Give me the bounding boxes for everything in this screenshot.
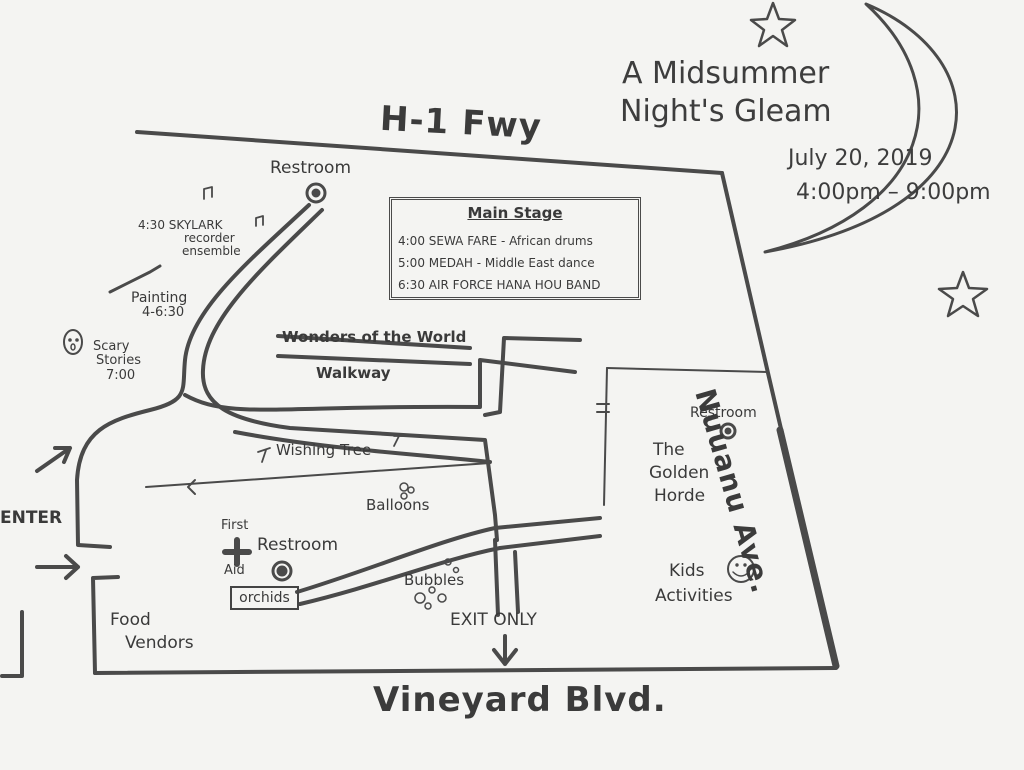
palm-icon — [257, 447, 271, 463]
star-icon — [937, 270, 989, 318]
palm-icon — [393, 433, 405, 447]
road-label-vineyard: Vineyard Blvd. — [373, 680, 667, 720]
smiley-icon — [727, 555, 755, 583]
stage-act: 4:00 SEWA FARE - African drums — [398, 234, 593, 248]
first-aid-label: First — [221, 518, 249, 533]
scary-stories-label: Scary — [93, 339, 130, 354]
balloons-label: Balloons — [366, 496, 430, 514]
restroom-icon — [271, 560, 293, 582]
exit-only-label: EXIT ONLY — [450, 610, 537, 630]
restroom-icon — [719, 422, 737, 440]
food-vendors-label: Vendors — [125, 633, 194, 653]
event-time: 4:00pm – 9:00pm — [796, 180, 991, 205]
scary-stories-label: Stories — [96, 353, 142, 368]
restroom-label-center: Restroom — [257, 535, 339, 555]
first-aid-label: Aid — [224, 563, 245, 578]
balloon-icon — [399, 482, 409, 492]
main-stage-title: Main Stage — [467, 204, 563, 222]
restroom-icon — [305, 182, 327, 204]
moon-icon — [763, 2, 958, 254]
skylark-label: ensemble — [182, 244, 241, 258]
music-note-icon — [203, 186, 213, 200]
kids-activities-label: Kids — [669, 561, 705, 581]
kids-activities-label: Activities — [655, 586, 733, 606]
bubble-icon — [414, 592, 426, 604]
stage-act: 6:30 AIR FORCE HANA HOU BAND — [398, 278, 601, 292]
wishing-tree-label: Wishing Tree — [276, 441, 372, 459]
wonders-label: Wonders of the World — [282, 328, 467, 346]
paintbrush-icon — [108, 264, 162, 294]
golden-horde-label: Horde — [654, 486, 706, 506]
event-title-line1: A Midsummer — [622, 56, 830, 91]
painting-label: 4-6:30 — [142, 305, 185, 320]
skylark-label: 4:30 SKYLARK — [138, 218, 223, 232]
enter-label: ENTER — [0, 508, 63, 528]
event-date: July 20, 2019 — [788, 146, 933, 171]
golden-horde-label: Golden — [649, 463, 710, 483]
main-stage-box: Main Stage 4:00 SEWA FARE - African drum… — [389, 197, 641, 300]
restroom-label-right: Restroom — [690, 405, 757, 421]
enter-arrow-icon — [35, 554, 80, 580]
restroom-label-top: Restroom — [270, 158, 352, 178]
bubbles-label: Bubbles — [404, 571, 465, 589]
road-label-h1: H-1 Fwy — [379, 98, 543, 148]
exit-arrow-icon — [492, 634, 518, 666]
ghost-icon — [63, 329, 83, 355]
golden-horde-label: The — [653, 440, 685, 460]
road-vineyard — [93, 666, 838, 675]
skylark-label: recorder — [184, 231, 235, 245]
enter-arrow-icon — [35, 446, 72, 473]
scary-stories-label: 7:00 — [106, 368, 136, 383]
star-icon — [749, 1, 797, 48]
road-h1 — [135, 130, 724, 175]
food-vendors-label: Food — [110, 610, 151, 630]
event-title-line2: Night's Gleam — [620, 94, 832, 129]
first-aid-icon — [222, 537, 252, 567]
orchids-box: orchids — [230, 586, 299, 610]
stage-act: 5:00 MEDAH - Middle East dance — [398, 256, 595, 270]
painting-label: Painting — [131, 290, 188, 306]
walkway-label: Walkway — [316, 364, 391, 382]
music-note-icon — [255, 215, 264, 227]
